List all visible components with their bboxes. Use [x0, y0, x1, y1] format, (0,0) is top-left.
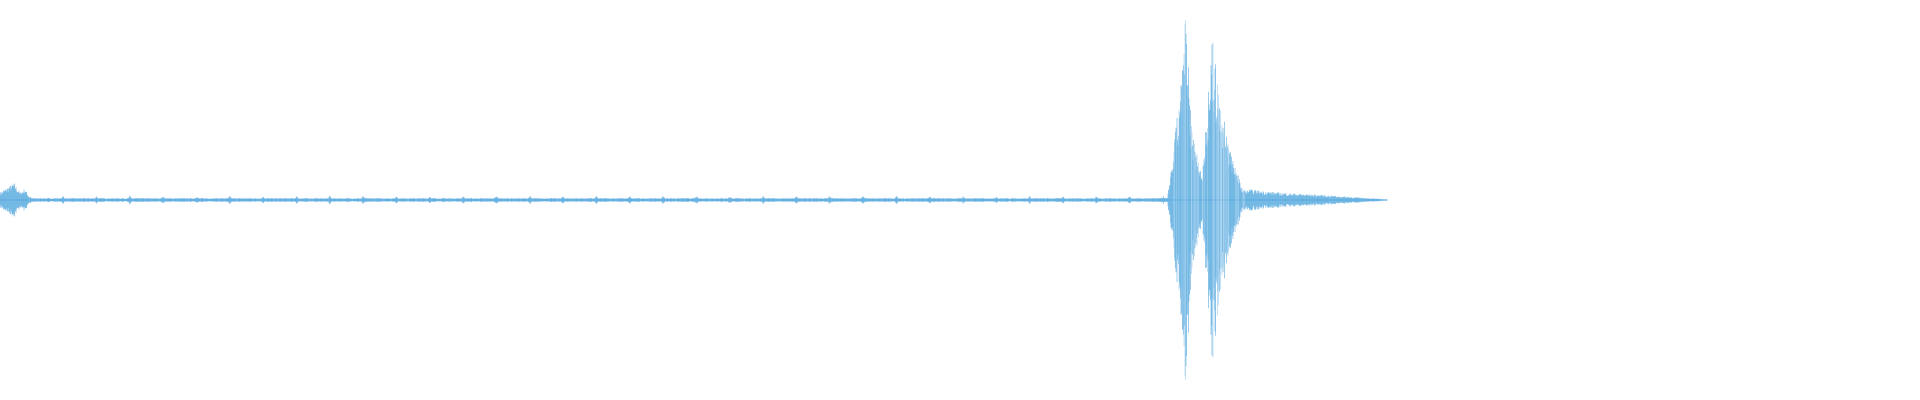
waveform-series [0, 20, 1388, 380]
